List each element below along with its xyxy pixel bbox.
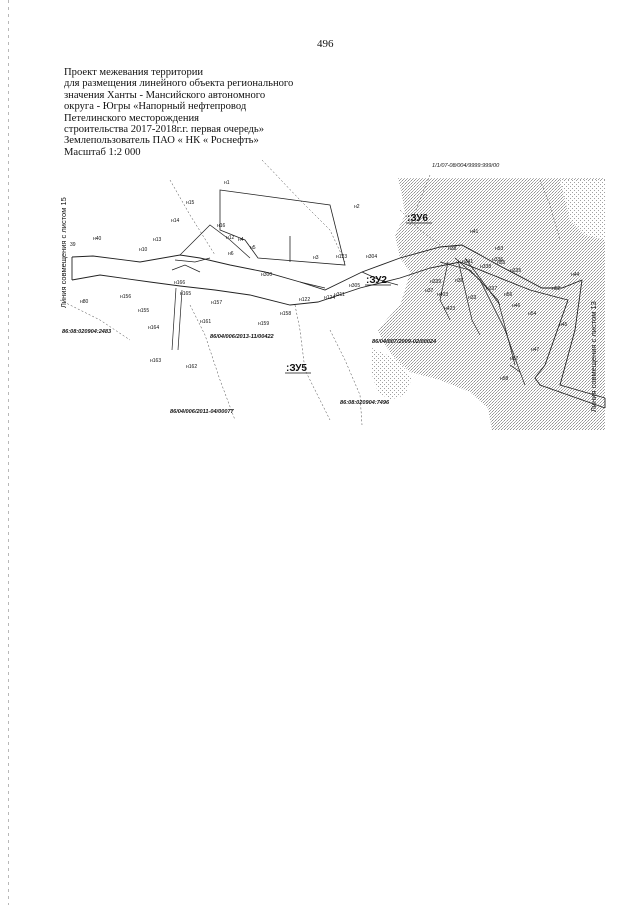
point-label: н36	[455, 278, 464, 284]
point-label: н40	[93, 236, 102, 242]
point-label: н339	[430, 279, 441, 285]
cadastral-number: 86/04/006/2011-04/00077	[170, 409, 235, 415]
point-label: н54	[528, 311, 537, 317]
point-label: н4	[238, 237, 244, 243]
hatched-area	[560, 180, 605, 240]
hatched-area	[372, 348, 412, 400]
header-line: значения Ханты - Мансийского автономного	[64, 89, 266, 101]
cadastral-number: 86:08:020904:2483	[62, 329, 112, 335]
top-cadastral-number: 1/1/07-08/004/9999:999/00	[432, 163, 500, 169]
point-label: н162	[186, 364, 197, 370]
point-label: н158	[280, 311, 291, 317]
point-label: н166	[174, 280, 185, 286]
header-line: Масштаб 1:2 000	[64, 146, 141, 158]
point-label: н403	[437, 292, 448, 298]
point-label: н38	[448, 246, 457, 252]
zone-label-zu5: :ЗУ5	[286, 363, 307, 374]
point-label: н156	[120, 294, 131, 300]
point-label: н163	[150, 358, 161, 364]
point-label: н123	[336, 254, 347, 260]
point-label: н47	[531, 347, 540, 353]
point-label: н300	[261, 272, 272, 278]
point-label: н165	[180, 291, 191, 297]
point-label: н45	[559, 322, 568, 328]
point-label: н305	[349, 283, 360, 289]
point-label: н37	[425, 288, 434, 294]
header-line: Петелинского месторождения	[64, 112, 200, 124]
cadastral-number: 86/04/006/2013-11/00422	[210, 334, 275, 340]
point-label: н2	[354, 204, 360, 210]
point-label: н56	[504, 292, 513, 298]
header-line: строительства 2017-2018г.г. первая очере…	[64, 124, 265, 136]
point-labels: н1 н2 н3 н4 н5 н6 н10 н12 н13 н14 н15 н1…	[70, 180, 580, 382]
point-label: н161	[200, 319, 211, 325]
point-label: н157	[211, 300, 222, 306]
document-header: Проект межевания территории для размещен…	[64, 67, 324, 158]
point-label: н58	[500, 376, 509, 382]
point-label: н124	[324, 295, 335, 301]
point-label: н5	[250, 245, 256, 251]
point-label: н55	[497, 260, 506, 266]
point-label: н15	[186, 200, 195, 206]
pipeline-corridor	[71, 244, 606, 409]
point-label: н304	[366, 254, 377, 260]
point-label: н14	[171, 218, 180, 224]
point-label: н338	[480, 264, 491, 270]
side-label-right: Линия совмещения с листом 13	[589, 301, 598, 412]
header-line: Землепользователь ПАО « НК « Роснефть»	[64, 135, 259, 147]
header-line: округа - Югры «Напорный нефтепровод	[64, 101, 247, 113]
point-label: н337	[486, 286, 497, 292]
building-outline	[219, 189, 346, 266]
hatched-area	[378, 178, 605, 430]
point-label: н12	[226, 235, 235, 241]
side-label-left: Линия совмещения с листом 15	[59, 197, 68, 308]
secondary-lines	[171, 224, 526, 386]
point-label: н10	[139, 247, 148, 253]
point-label: н53	[495, 246, 504, 252]
point-label: н6	[228, 251, 234, 257]
point-label: н44	[571, 272, 580, 278]
page-number: 496	[317, 38, 334, 50]
point-label: н311	[334, 292, 345, 298]
point-label: 39	[70, 242, 76, 248]
point-label: н13	[153, 237, 162, 243]
point-label: н155	[138, 308, 149, 314]
point-label: н336	[492, 257, 503, 263]
point-label: н335	[510, 268, 521, 274]
point-label: н3	[313, 255, 319, 261]
scan-edge	[8, 0, 9, 905]
header-line: Проект межевания территории	[64, 67, 204, 78]
point-label: н52	[552, 286, 561, 292]
point-label: н16	[217, 223, 226, 229]
point-label: н122	[299, 297, 310, 303]
point-label: н46	[512, 303, 521, 309]
point-label: н164	[148, 325, 159, 331]
header-line: для размещения линейного объекта региона…	[64, 78, 294, 90]
cadastral-number: 86/04/007/2009-02/00024	[372, 339, 437, 345]
point-label: н1	[224, 180, 230, 186]
point-label: н57	[510, 356, 519, 362]
cadastral-number: 86:08:020904:7496	[340, 400, 390, 406]
point-label: н80	[80, 299, 89, 305]
point-label: н159	[258, 321, 269, 327]
zone-label-zu2: :ЗУ2	[366, 275, 387, 286]
zone-label-zu6: :ЗУ6	[407, 213, 428, 224]
dashed-boundaries	[59, 159, 561, 426]
point-label: н41	[470, 229, 479, 235]
point-label: н33	[468, 295, 477, 301]
point-label: н423	[444, 306, 455, 312]
point-label: н341	[462, 259, 473, 265]
